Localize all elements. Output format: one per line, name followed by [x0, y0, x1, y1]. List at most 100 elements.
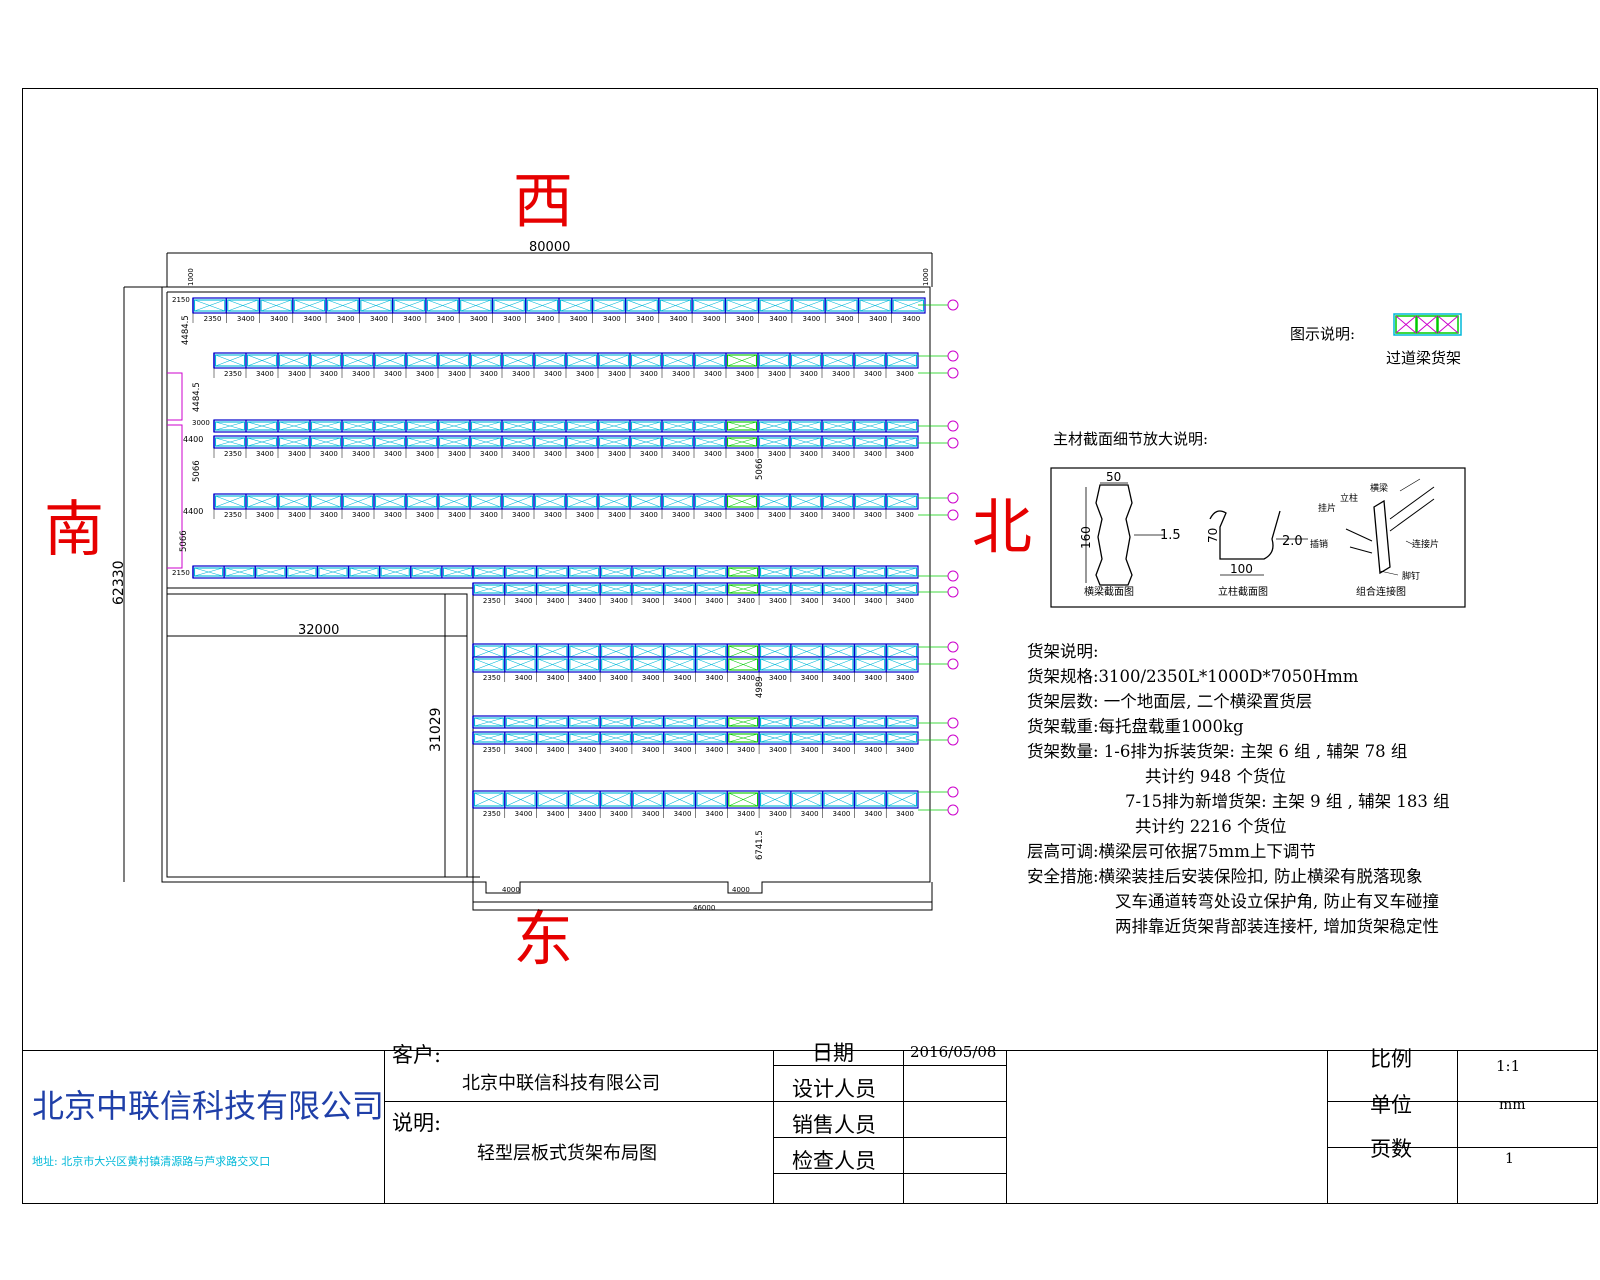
rack-bay [393, 299, 425, 312]
bay-width-label: 3400 [737, 810, 755, 818]
rack-bay [438, 354, 470, 367]
bay-width-label: 3400 [515, 674, 533, 682]
rack-bay [758, 437, 790, 447]
rack-bay-cross [503, 495, 533, 508]
rack-bay [632, 792, 663, 807]
rack-bay [278, 495, 310, 508]
floor-plan: 2350 3400 3400 3400 3400 3400 3400 3400 3400 3400… [111, 240, 959, 912]
bay-width-label: 3400 [288, 450, 306, 458]
rack-bay-cross [360, 299, 392, 312]
rack-bay [293, 299, 326, 312]
bay-width-label: 3400 [869, 315, 887, 323]
rack-bay-cross [318, 567, 348, 577]
row-number-bubble [947, 299, 959, 311]
rack-bay-cross [855, 733, 885, 743]
rack-bay-cross [823, 421, 853, 431]
rack-bay [790, 421, 822, 431]
rack-bay-cross [593, 299, 625, 312]
detail-part-5: 连接片 [1412, 538, 1439, 550]
rack-bay-cross [663, 354, 693, 367]
rack-bay [696, 567, 727, 577]
rack-bay [310, 354, 342, 367]
rack-bay [632, 567, 663, 577]
rack-bay-cross [375, 495, 405, 508]
bay-width-label: 3400 [864, 450, 882, 458]
rack-bay [694, 354, 726, 367]
bay-width-label: 3400 [833, 597, 851, 605]
rack-bay-cross [474, 584, 504, 594]
rack-bay-cross [665, 733, 695, 743]
rack-bay [214, 421, 246, 431]
rack-bay-cross [537, 792, 567, 807]
rack-bay [310, 495, 342, 508]
rack-bay-cross [696, 658, 726, 671]
rack-bay-cross [535, 354, 565, 367]
rack-bay-cross [760, 792, 790, 807]
bay-width-label: 3400 [704, 370, 722, 378]
rack-bay [502, 495, 534, 508]
rack-bay [626, 299, 658, 312]
bay-width-label: 3400 [737, 746, 755, 754]
rack-bay [887, 567, 918, 577]
rack-bay [790, 495, 822, 508]
bay-width-label: 3400 [803, 315, 821, 323]
row-number-bubble [947, 641, 959, 653]
checker-label: 检查人员 [792, 1149, 876, 1173]
rack-bay-cross [696, 645, 726, 658]
rack-bay [537, 584, 568, 594]
bay-width-label: 3400 [480, 450, 498, 458]
rack-bay-cross [660, 299, 691, 312]
rack-bay [728, 584, 759, 594]
bay-width-label: 3400 [768, 370, 786, 378]
legend-title: 图示说明: [1290, 325, 1356, 343]
rack-bay [855, 584, 886, 594]
bay-width-label: 3400 [672, 450, 690, 458]
bay-width-label: 3400 [546, 674, 564, 682]
legend-rack-icon [1393, 313, 1462, 336]
rack-bay-cross [407, 354, 437, 367]
rack-bay [855, 658, 886, 671]
rack-bay [859, 299, 891, 312]
bay-width-label: 3400 [769, 597, 787, 605]
rack-bay [632, 717, 663, 727]
rack-bay-cross [792, 645, 822, 658]
bay-width-label: 3400 [512, 370, 530, 378]
rack-bay [374, 354, 406, 367]
rack-bay [632, 733, 663, 743]
rack-bay-cross [537, 658, 567, 671]
detail-col-t: 1.5 [1160, 528, 1181, 543]
bay-width-label: 2350 [204, 315, 222, 323]
rack-bay [473, 658, 504, 671]
rack-bay-cross [506, 645, 536, 658]
rack-bay [438, 437, 470, 447]
rack-bay [728, 792, 759, 807]
bay-width-label: 3400 [737, 674, 755, 682]
rack-bay-cross [760, 299, 791, 312]
bay-width-label: 3400 [669, 315, 687, 323]
bay-width-label: 3400 [610, 746, 628, 754]
rack-bay-cross [569, 645, 599, 658]
rack-bay-cross [665, 658, 695, 671]
bay-width-label: 3400 [576, 450, 594, 458]
company-address: 地址: 北京市大兴区黄村镇清源路与芦求路交叉口 [32, 1155, 271, 1168]
designer-label: 设计人员 [792, 1077, 876, 1101]
rack-bay-cross [560, 299, 591, 312]
rack-bay-cross [474, 792, 504, 807]
rack-bay [791, 584, 822, 594]
rack-bay-cross [601, 792, 631, 807]
notes-safety-1: 安全措施:横梁装挂后安装保险扣, 防止横梁有脱落现象 [1027, 867, 1423, 886]
rack-bay [760, 567, 790, 577]
rack-bay-cross [343, 437, 373, 447]
compass-south: 南 [44, 495, 104, 565]
bay-width-label: 2350 [224, 370, 242, 378]
pages-label: 页数 [1370, 1137, 1412, 1161]
rack-bay-cross [427, 299, 458, 312]
sales-label: 销售人员 [792, 1113, 876, 1137]
rack-bay-cross [887, 717, 917, 727]
rack-bay [855, 567, 886, 577]
rack-bay [886, 495, 918, 508]
bay-width-label: 3400 [768, 450, 786, 458]
detail-beam-w: 100 [1230, 562, 1253, 576]
bay-width-label: 3400 [769, 674, 787, 682]
rack-bay-cross [696, 717, 726, 727]
